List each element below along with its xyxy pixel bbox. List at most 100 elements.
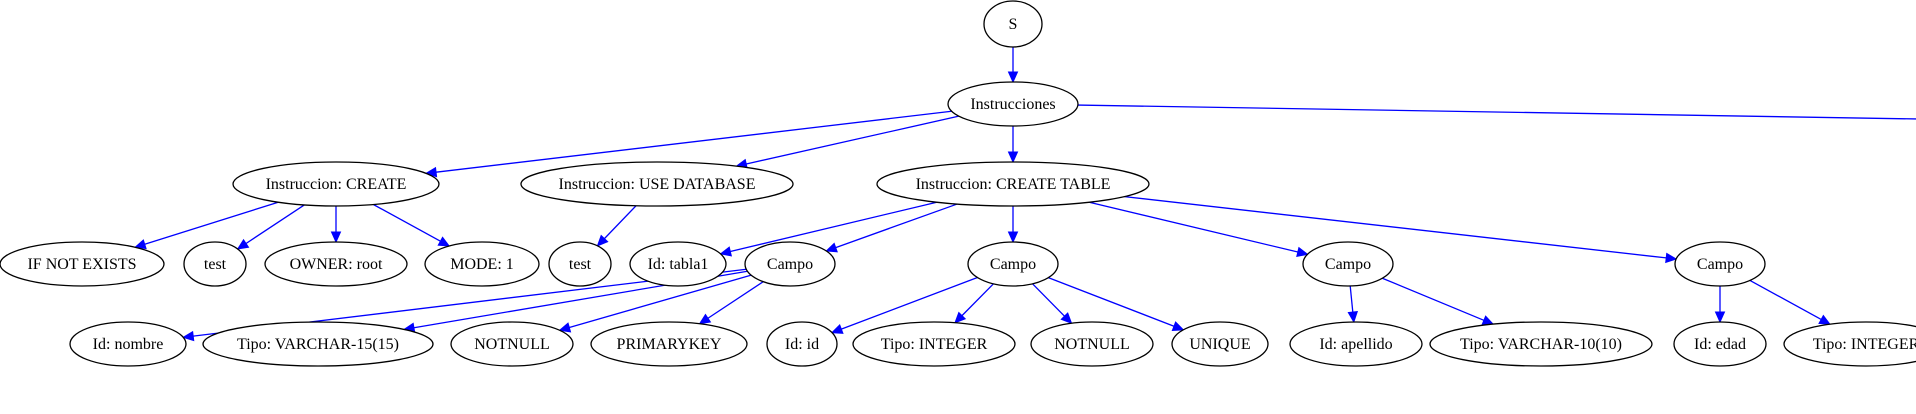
node-ellipse [967,241,1059,287]
node-label: Tipo: INTEGER [881,336,988,353]
node-if-not-exists: IF NOT EXISTS [0,241,165,287]
node-ellipse [852,321,1016,367]
node-ellipse [590,321,748,367]
edge-create_table-to-campo_4 [1124,195,1667,259]
node-ellipse [947,81,1079,127]
node-label: Id: apellido [1319,336,1392,353]
arrowhead-campo_2-to-c2_id [830,323,844,334]
node-c4-tipo: Tipo: INTEGER [1783,321,1916,367]
edge-campo_2-to-c2_id [841,276,978,330]
node-campo-4: Campo [1674,241,1766,287]
arrowhead-instrucciones-to-create_table [1007,151,1019,164]
node-c1-pk: PRIMARYKEY [590,321,748,367]
node-ellipse [1289,321,1423,367]
edge-campo_1-to-c1_notnull [569,274,752,329]
arrowhead-campo_3-to-c3_id [1347,311,1359,324]
node-label: Instruccion: CREATE TABLE [916,176,1111,193]
node-c3-id: Id: apellido [1289,321,1423,367]
node-ellipse [1171,321,1269,367]
edge-campo_4-to-c4_tipo [1749,279,1822,321]
edge-instrucciones-to-offscreen [1077,104,1916,120]
arrowhead-create_table-to-campo_1 [825,242,838,253]
node-label: MODE: 1 [450,256,514,273]
node-label: test [569,256,592,273]
node-campo-3: Campo [1302,241,1394,287]
edge-campo_3-to-c3_tipo [1382,277,1485,321]
node-root: S [983,0,1043,48]
node-use-db: Instruccion: USE DATABASE [520,161,794,207]
arrowhead-campo_1-to-c1_pk [698,313,712,325]
arrowhead-campo_1-to-c1_id [182,330,195,342]
arrowhead-campo_2-to-c2_notnull [1060,312,1073,325]
node-ellipse [744,241,836,287]
node-ellipse [202,321,434,367]
node-ellipse [69,321,187,367]
node-label: Tipo: VARCHAR-15(15) [237,336,399,353]
node-ellipse [1674,241,1766,287]
edge-use_db-to-use_name [603,205,637,240]
edge-campo_2-to-c2_tipo [961,283,994,317]
node-label: Id: tabla1 [648,256,709,273]
node-ellipse [1030,321,1154,367]
arrowhead-root-to-instrucciones [1007,71,1019,84]
edge-campo_3-to-c3_id [1349,285,1354,313]
node-campo-1: Campo [744,241,836,287]
node-ellipse [0,241,165,287]
arrowhead-campo_3-to-c3_tipo [1481,315,1495,326]
edge-create_table-to-table_id [730,201,937,253]
node-label: PRIMARYKEY [617,336,722,353]
arrowhead-campo_1-to-c1_notnull [558,322,572,333]
node-ellipse [232,161,440,207]
node-label: Instruccion: USE DATABASE [559,176,756,193]
edge-instrucciones-to-create [435,110,952,173]
edge-instrucciones-to-use_db [746,115,959,165]
node-label: OWNER: root [290,256,383,273]
node-label: NOTNULL [474,336,550,353]
node-create-name: test [183,241,247,287]
arrowhead-campo_4-to-c4_tipo [1818,314,1832,325]
edges-layer [134,47,1916,342]
node-c2-tipo: Tipo: INTEGER [852,321,1016,367]
node-c1-tipo: Tipo: VARCHAR-15(15) [202,321,434,367]
arrowhead-create_table-to-table_id [719,246,733,257]
edge-create-to-mode [373,203,441,242]
node-ellipse [1429,321,1653,367]
edge-create_table-to-campo_3 [1089,201,1298,253]
node-owner: OWNER: root [264,241,408,287]
arrowhead-create_table-to-campo_2 [1007,231,1019,244]
node-c1-id: Id: nombre [69,321,187,367]
node-ellipse [424,241,540,287]
node-instrucciones: Instrucciones [947,81,1079,127]
node-label: Instrucciones [970,96,1055,113]
node-table-id: Id: tabla1 [629,241,727,287]
edge-campo_1-to-c1_pk [707,281,764,319]
edge-create-to-if_not_exists [144,201,279,245]
node-create-table: Instruccion: CREATE TABLE [876,161,1150,207]
node-create: Instruccion: CREATE [232,161,440,207]
node-mode: MODE: 1 [424,241,540,287]
node-c3-tipo: Tipo: VARCHAR-10(10) [1429,321,1653,367]
arrowhead-campo_2-to-c2_tipo [954,311,967,324]
node-label: test [204,256,227,273]
edge-campo_2-to-c2_notnull [1032,283,1065,317]
node-c2-unique: UNIQUE [1171,321,1269,367]
edge-create_table-to-campo_1 [835,203,958,249]
node-ellipse [450,321,574,367]
node-label: Campo [1697,256,1743,273]
node-label: S [1009,16,1018,33]
node-use-name: test [548,241,612,287]
node-c1-notnull: NOTNULL [450,321,574,367]
node-campo-2: Campo [967,241,1059,287]
node-label: Campo [1325,256,1371,273]
arrowhead-campo_2-to-c2_unique [1171,321,1185,331]
node-label: IF NOT EXISTS [27,256,136,273]
node-ellipse [629,241,727,287]
arrowhead-use_db-to-use_name [596,234,609,247]
edge-create-to-create_name [245,204,305,245]
node-label: Campo [767,256,813,273]
node-ellipse [983,0,1043,48]
node-label: Instruccion: CREATE [266,176,407,193]
arrowhead-create-to-mode [437,236,451,247]
node-label: Tipo: INTEGER [1813,336,1916,353]
